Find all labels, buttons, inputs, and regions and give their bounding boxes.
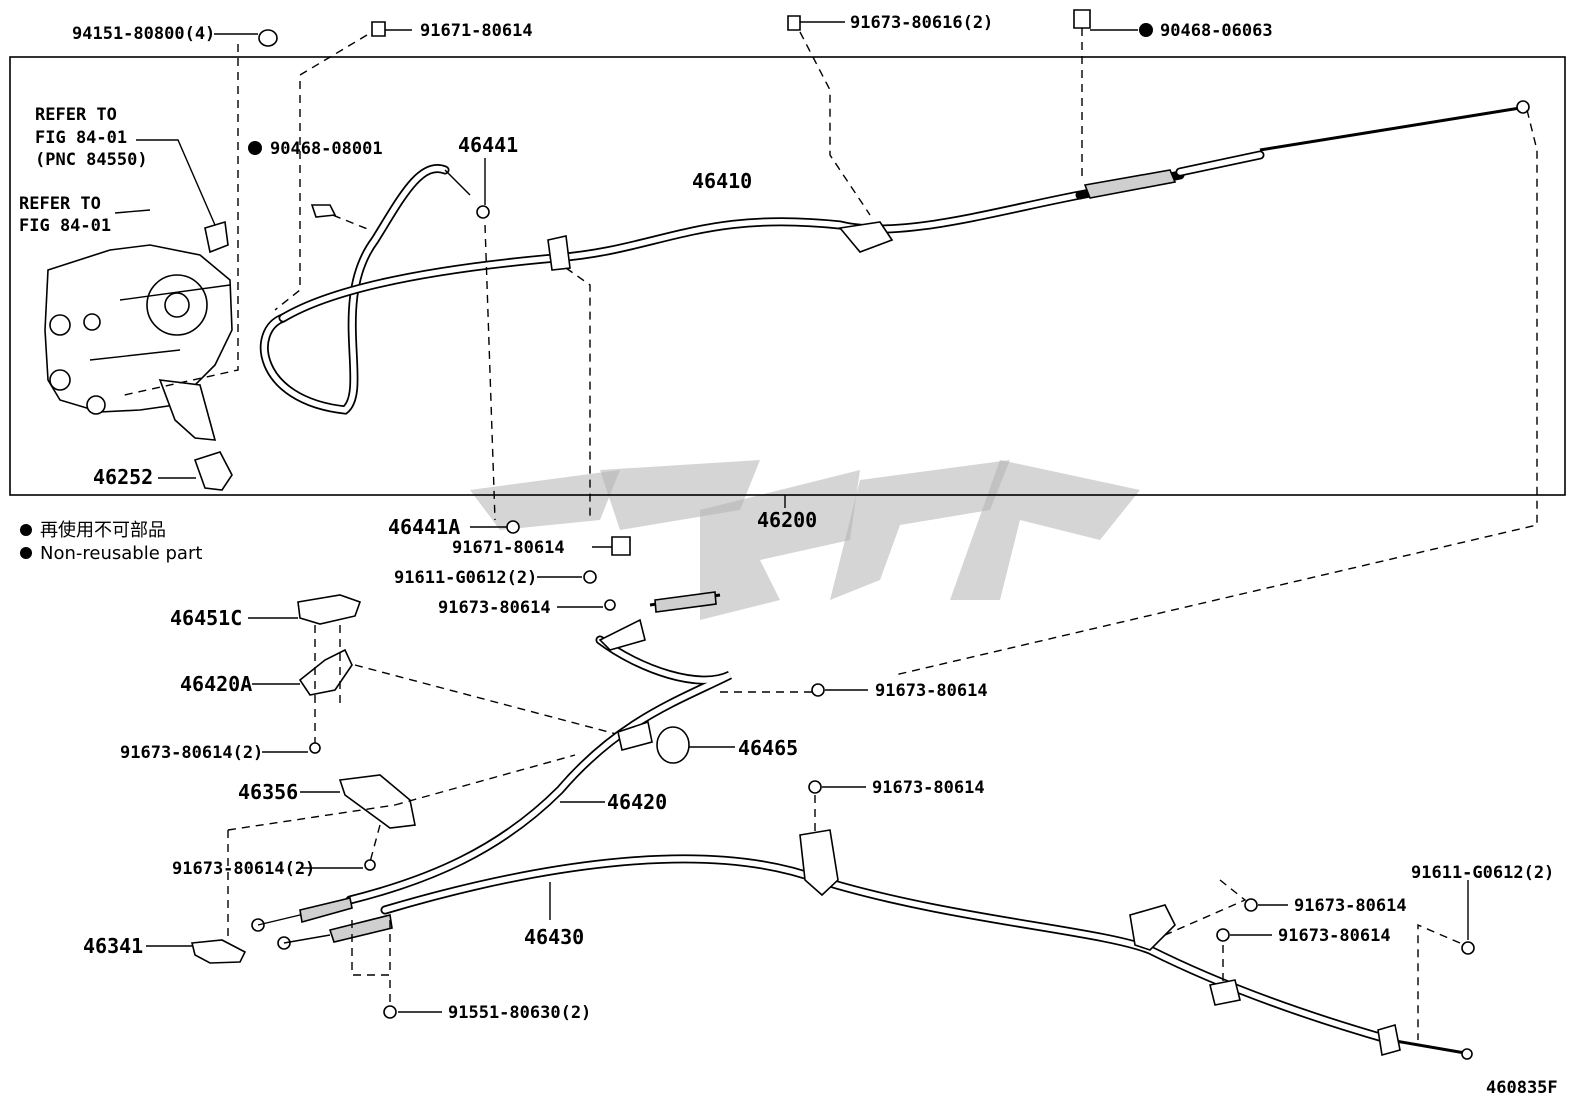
dash-90468-08001 [319,209,371,231]
bolt-91673-a-shape [604,599,616,611]
cable-46420 [251,591,733,932]
non-reusable-bullet-90468-06063 [1139,23,1153,37]
label-refer1-line2: FIG 84-01 [35,128,127,148]
clip-46441A-shape [506,520,520,534]
label-91671-80614-mid: 91671-80614 [452,538,565,558]
dash-46356 [227,754,576,863]
dash-94151 [119,44,239,397]
bolt-91673-e2-shape [364,859,376,871]
diagram-id: 460835F [1486,1078,1558,1098]
label-refer1-line3: (PNC 84550) [35,150,148,170]
dash-46420A [314,625,341,745]
label-91673-80614-c2: 91673-80614(2) [120,743,263,763]
dash-91551 [351,920,391,1008]
label-refer1-line1: REFER TO [35,105,117,125]
bolt-91673-d-shape [808,780,822,794]
label-46356: 46356 [238,780,298,804]
non-reusable-bullet-legend2 [20,547,32,559]
dash-46420A-cable [354,664,621,736]
bolt-91673-c2-shape [309,742,321,754]
watermark-logo [470,460,1140,620]
clip-90468-06063-shape [1073,9,1091,29]
bolt-91551-shape [383,1005,397,1019]
label-91551-80630: 91551-80630(2) [448,1003,591,1023]
bolt-91673-80616-shape [787,15,801,31]
label-91673-80614-g: 91673-80614 [1278,926,1391,946]
leader-refer2 [114,209,151,214]
label-91611-G0612-right: 91611-G0612(2) [1411,863,1554,883]
label-46420: 46420 [607,790,667,814]
legend-en: Non-reusable part [40,543,202,564]
bolt-91671-mid-shape [611,536,631,556]
clip-46441-shape [476,205,490,219]
label-90468-06063: 90468-06063 [1160,21,1273,41]
label-91673-80614-f: 91673-80614 [1294,896,1407,916]
label-46410: 46410 [692,169,752,193]
label-91673-80614-d: 91673-80614 [872,778,985,798]
dash-91673-80616 [799,31,871,216]
dash-91671-top [274,34,368,311]
bracket-46356-shape [338,774,416,829]
cable-46430 [277,829,1473,1060]
dash-46441 [484,224,496,521]
label-46200: 46200 [757,508,817,532]
non-reusable-bullet-legend1 [20,524,32,536]
dash-right-end [894,109,1538,676]
label-91673-80614-b: 91673-80614 [875,681,988,701]
label-91611-G0612-left: 91611-G0612(2) [394,568,537,588]
label-94151-80800: 94151-80800(4) [72,24,215,44]
label-46441: 46441 [458,133,518,157]
label-46341: 46341 [83,934,143,958]
brake-pedal-assembly [44,220,233,441]
dash-91611-right [1417,923,1461,1040]
bolt-91673-b-shape [811,683,825,697]
label-46441A: 46441A [388,515,460,539]
label-91673-80614-e2: 91673-80614(2) [172,859,315,879]
label-91673-80616: 91673-80616(2) [850,13,993,33]
label-91673-80614-a: 91673-80614 [438,598,551,618]
label-46252: 46252 [93,465,153,489]
bolt-91611-right-shape [1461,941,1475,955]
assembly-frame [9,56,1566,496]
label-46451C: 46451C [170,606,242,630]
bracket-46341-shape [190,939,247,964]
bolt-91611-left-shape [583,570,597,584]
grommet-46465-shape [656,726,690,764]
label-refer2-line1: REFER TO [19,194,101,214]
bracket-46451C-shape [297,594,362,625]
dash-91673-f [1164,879,1247,936]
clamp-46420A-shape [298,648,353,696]
bolt-91671-top-shape [371,21,386,37]
label-46420A: 46420A [180,672,252,696]
nut-94151-shape [258,29,278,47]
dash-mid-clip [565,267,591,520]
bolt-91673-f-shape [1244,898,1258,912]
part-46252-shape [193,451,233,491]
non-reusable-bullet-90468-08001 [248,141,262,155]
cable-46410 [259,100,1530,415]
label-91671-80614-top: 91671-80614 [420,21,533,41]
clip-90468-08001-shape [310,204,337,218]
legend-jp: 再使用不可部品 [40,520,166,541]
label-refer2-line2: FIG 84-01 [19,216,111,236]
label-46465: 46465 [738,736,798,760]
bolt-91673-g-shape [1216,928,1230,942]
label-90468-08001: 90468-08001 [270,139,383,159]
leader-refer1 [136,139,216,226]
label-46430: 46430 [524,925,584,949]
